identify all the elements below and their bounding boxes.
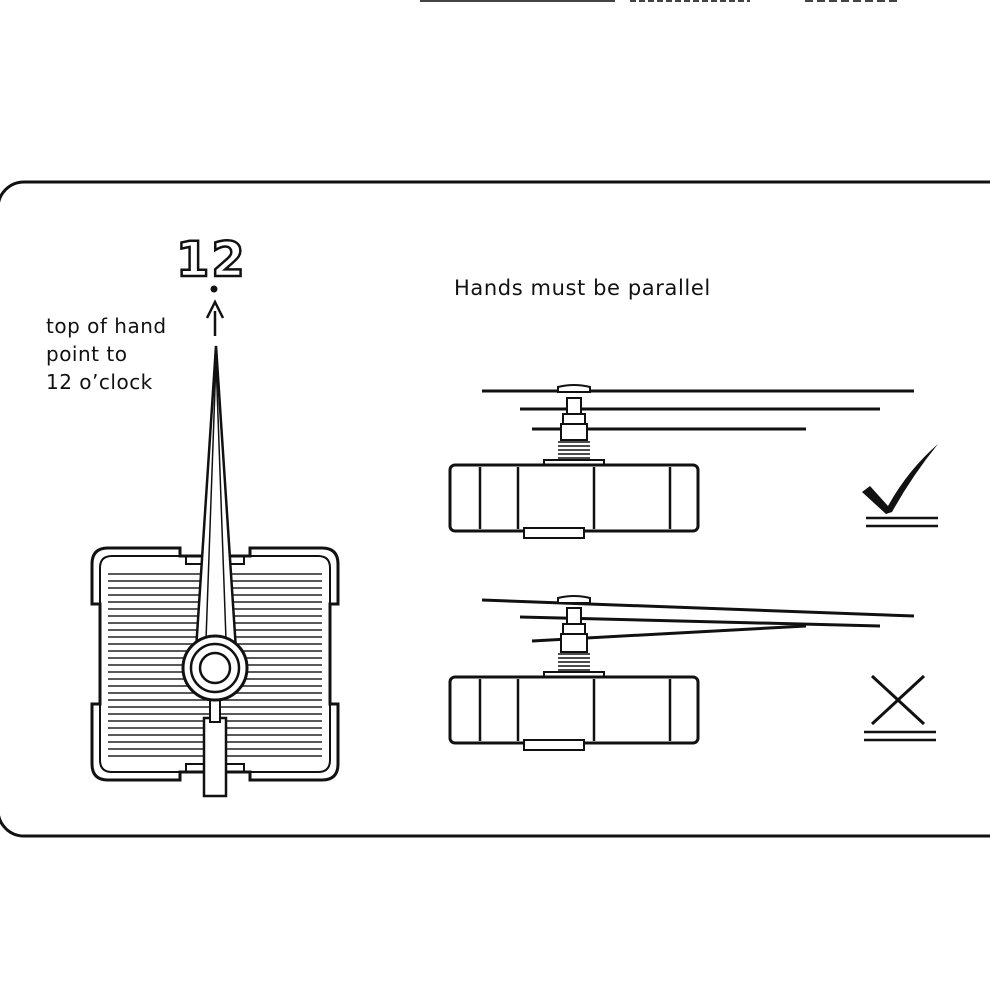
instruction-line-3: 12 o’clock — [46, 370, 153, 394]
correct-assembly — [448, 384, 914, 539]
cross-icon — [864, 674, 936, 742]
parallel-title: Hands must be parallel — [454, 276, 711, 300]
incorrect-assembly — [448, 595, 915, 751]
up-arrow-icon — [205, 299, 225, 336]
instruction-line-2: point to — [46, 342, 128, 366]
hand-instruction: top of hand point to 12 o’clock — [46, 312, 167, 396]
center-shaft — [181, 634, 249, 702]
instruction-line-1: top of hand — [46, 314, 167, 338]
twelve-dot — [210, 285, 218, 293]
twelve-label: 12 — [175, 231, 247, 290]
checkmark-icon — [862, 444, 938, 528]
